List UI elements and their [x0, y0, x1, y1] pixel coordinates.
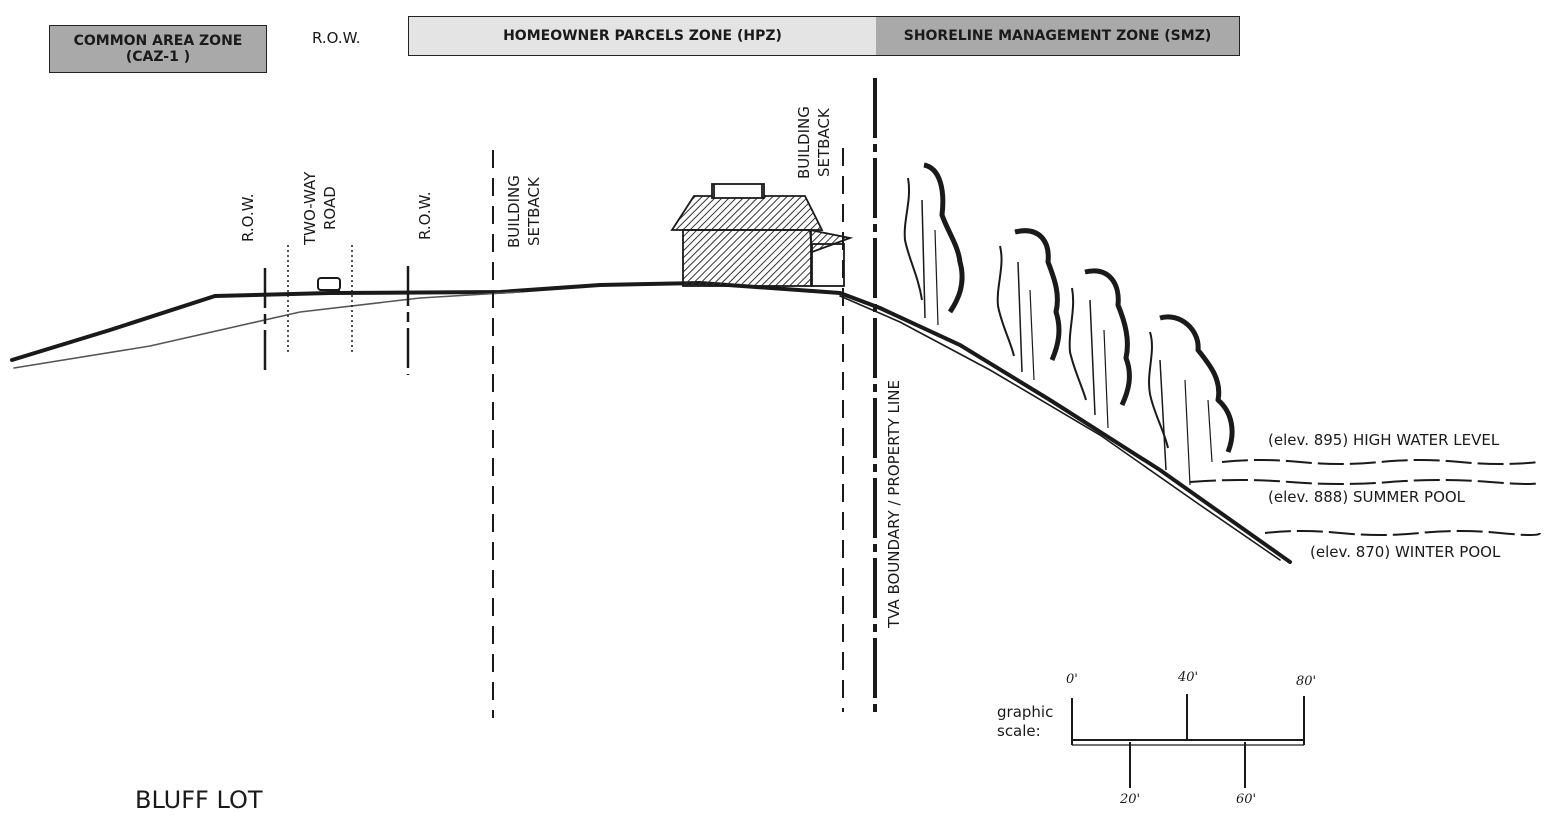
- winter-pool-line: [1264, 530, 1541, 536]
- caz-zone-box: COMMON AREA ZONE (CAZ-1 ): [49, 25, 267, 73]
- scale-tick-20: 20': [1120, 792, 1141, 807]
- scale-tick-80: 80': [1296, 674, 1317, 689]
- summer-pool-line: [1189, 479, 1541, 485]
- graphic-scale-label: graphic scale:: [997, 703, 1054, 740]
- car-icon: [317, 277, 341, 291]
- hpz-zone-box: HOMEOWNER PARCELS ZONE (HPZ): [408, 16, 877, 56]
- scale-tick-0: 0': [1066, 672, 1078, 687]
- scale-tick-40: 40': [1178, 670, 1199, 685]
- drawing-title: BLUFF LOT: [135, 786, 263, 814]
- summer-pool-label: (elev. 888) SUMMER POOL: [1268, 488, 1466, 506]
- high-water-label: (elev. 895) HIGH WATER LEVEL: [1268, 431, 1500, 449]
- row-top-label: R.O.W.: [312, 29, 361, 47]
- smz-zone-box: SHORELINE MANAGEMENT ZONE (SMZ): [876, 16, 1240, 56]
- house-icon: [670, 183, 854, 287]
- high-water-line: [1221, 459, 1541, 465]
- building-setback-right-label: BUILDING SETBACK: [795, 106, 833, 180]
- ground-profile: [10, 280, 1292, 564]
- tree-canopy: [903, 162, 1235, 486]
- two-way-road-label: TWO-WAY ROAD: [301, 171, 339, 245]
- smz-zone-label: SHORELINE MANAGEMENT ZONE (SMZ): [903, 28, 1212, 44]
- winter-pool-label: (elev. 870) WINTER POOL: [1310, 543, 1501, 561]
- row-left-label: R.O.W.: [239, 193, 257, 242]
- tva-boundary-label: TVA BOUNDARY / PROPERTY LINE: [885, 380, 903, 629]
- scale-tick-60: 60': [1236, 792, 1257, 807]
- row-right-label: R.O.W.: [416, 191, 434, 240]
- building-setback-left-label: BUILDING SETBACK: [505, 175, 543, 249]
- graphic-scale: [1071, 694, 1305, 788]
- hpz-zone-label: HOMEOWNER PARCELS ZONE (HPZ): [503, 28, 782, 44]
- caz-zone-label: COMMON AREA ZONE (CAZ-1 ): [73, 33, 243, 65]
